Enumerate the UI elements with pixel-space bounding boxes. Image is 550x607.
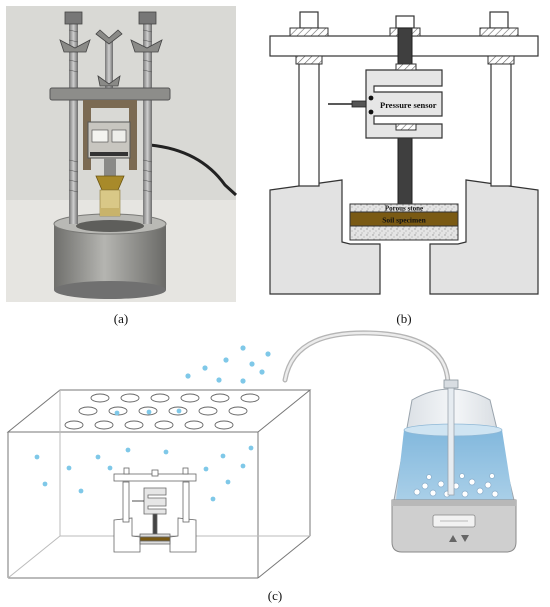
photo-base-cylinder: [54, 224, 166, 290]
sensor-cable: [149, 143, 238, 197]
pressure-sensor-label: Pressure sensor: [380, 100, 437, 110]
panel-c-setup: [6, 330, 517, 579]
photo-top-plate: [49, 87, 171, 101]
water-reservoir: [396, 424, 513, 500]
panel-b-schematic: Pressure sensor Porous stone Soil specim…: [269, 11, 539, 295]
mist-drops: [34, 345, 271, 502]
humidifier-down-button-icon: [461, 535, 469, 542]
panel-c-label: (c): [268, 588, 282, 603]
humidifier: [391, 379, 517, 553]
humidity-chamber: [6, 389, 312, 579]
lid-vent-holes: [64, 393, 260, 430]
panel-a-label: (a): [114, 311, 128, 326]
humidifier-up-button-icon: [449, 535, 457, 542]
panel-a-photo: [6, 6, 238, 302]
column-right: [490, 59, 512, 187]
photo-rod-right: [143, 14, 152, 224]
soil-specimen-label: Soil specimen: [382, 216, 426, 225]
photo-rod-left: [69, 14, 78, 224]
column-left: [298, 59, 320, 187]
pressure-sensor-frame: [365, 69, 443, 139]
panel-b-label: (b): [396, 311, 411, 326]
support-block-left: [269, 179, 381, 295]
mist-hose: [282, 330, 451, 388]
support-block-right: [429, 179, 539, 295]
porous-stone-label: Porous stone: [385, 205, 423, 213]
mini-device: [113, 467, 197, 553]
